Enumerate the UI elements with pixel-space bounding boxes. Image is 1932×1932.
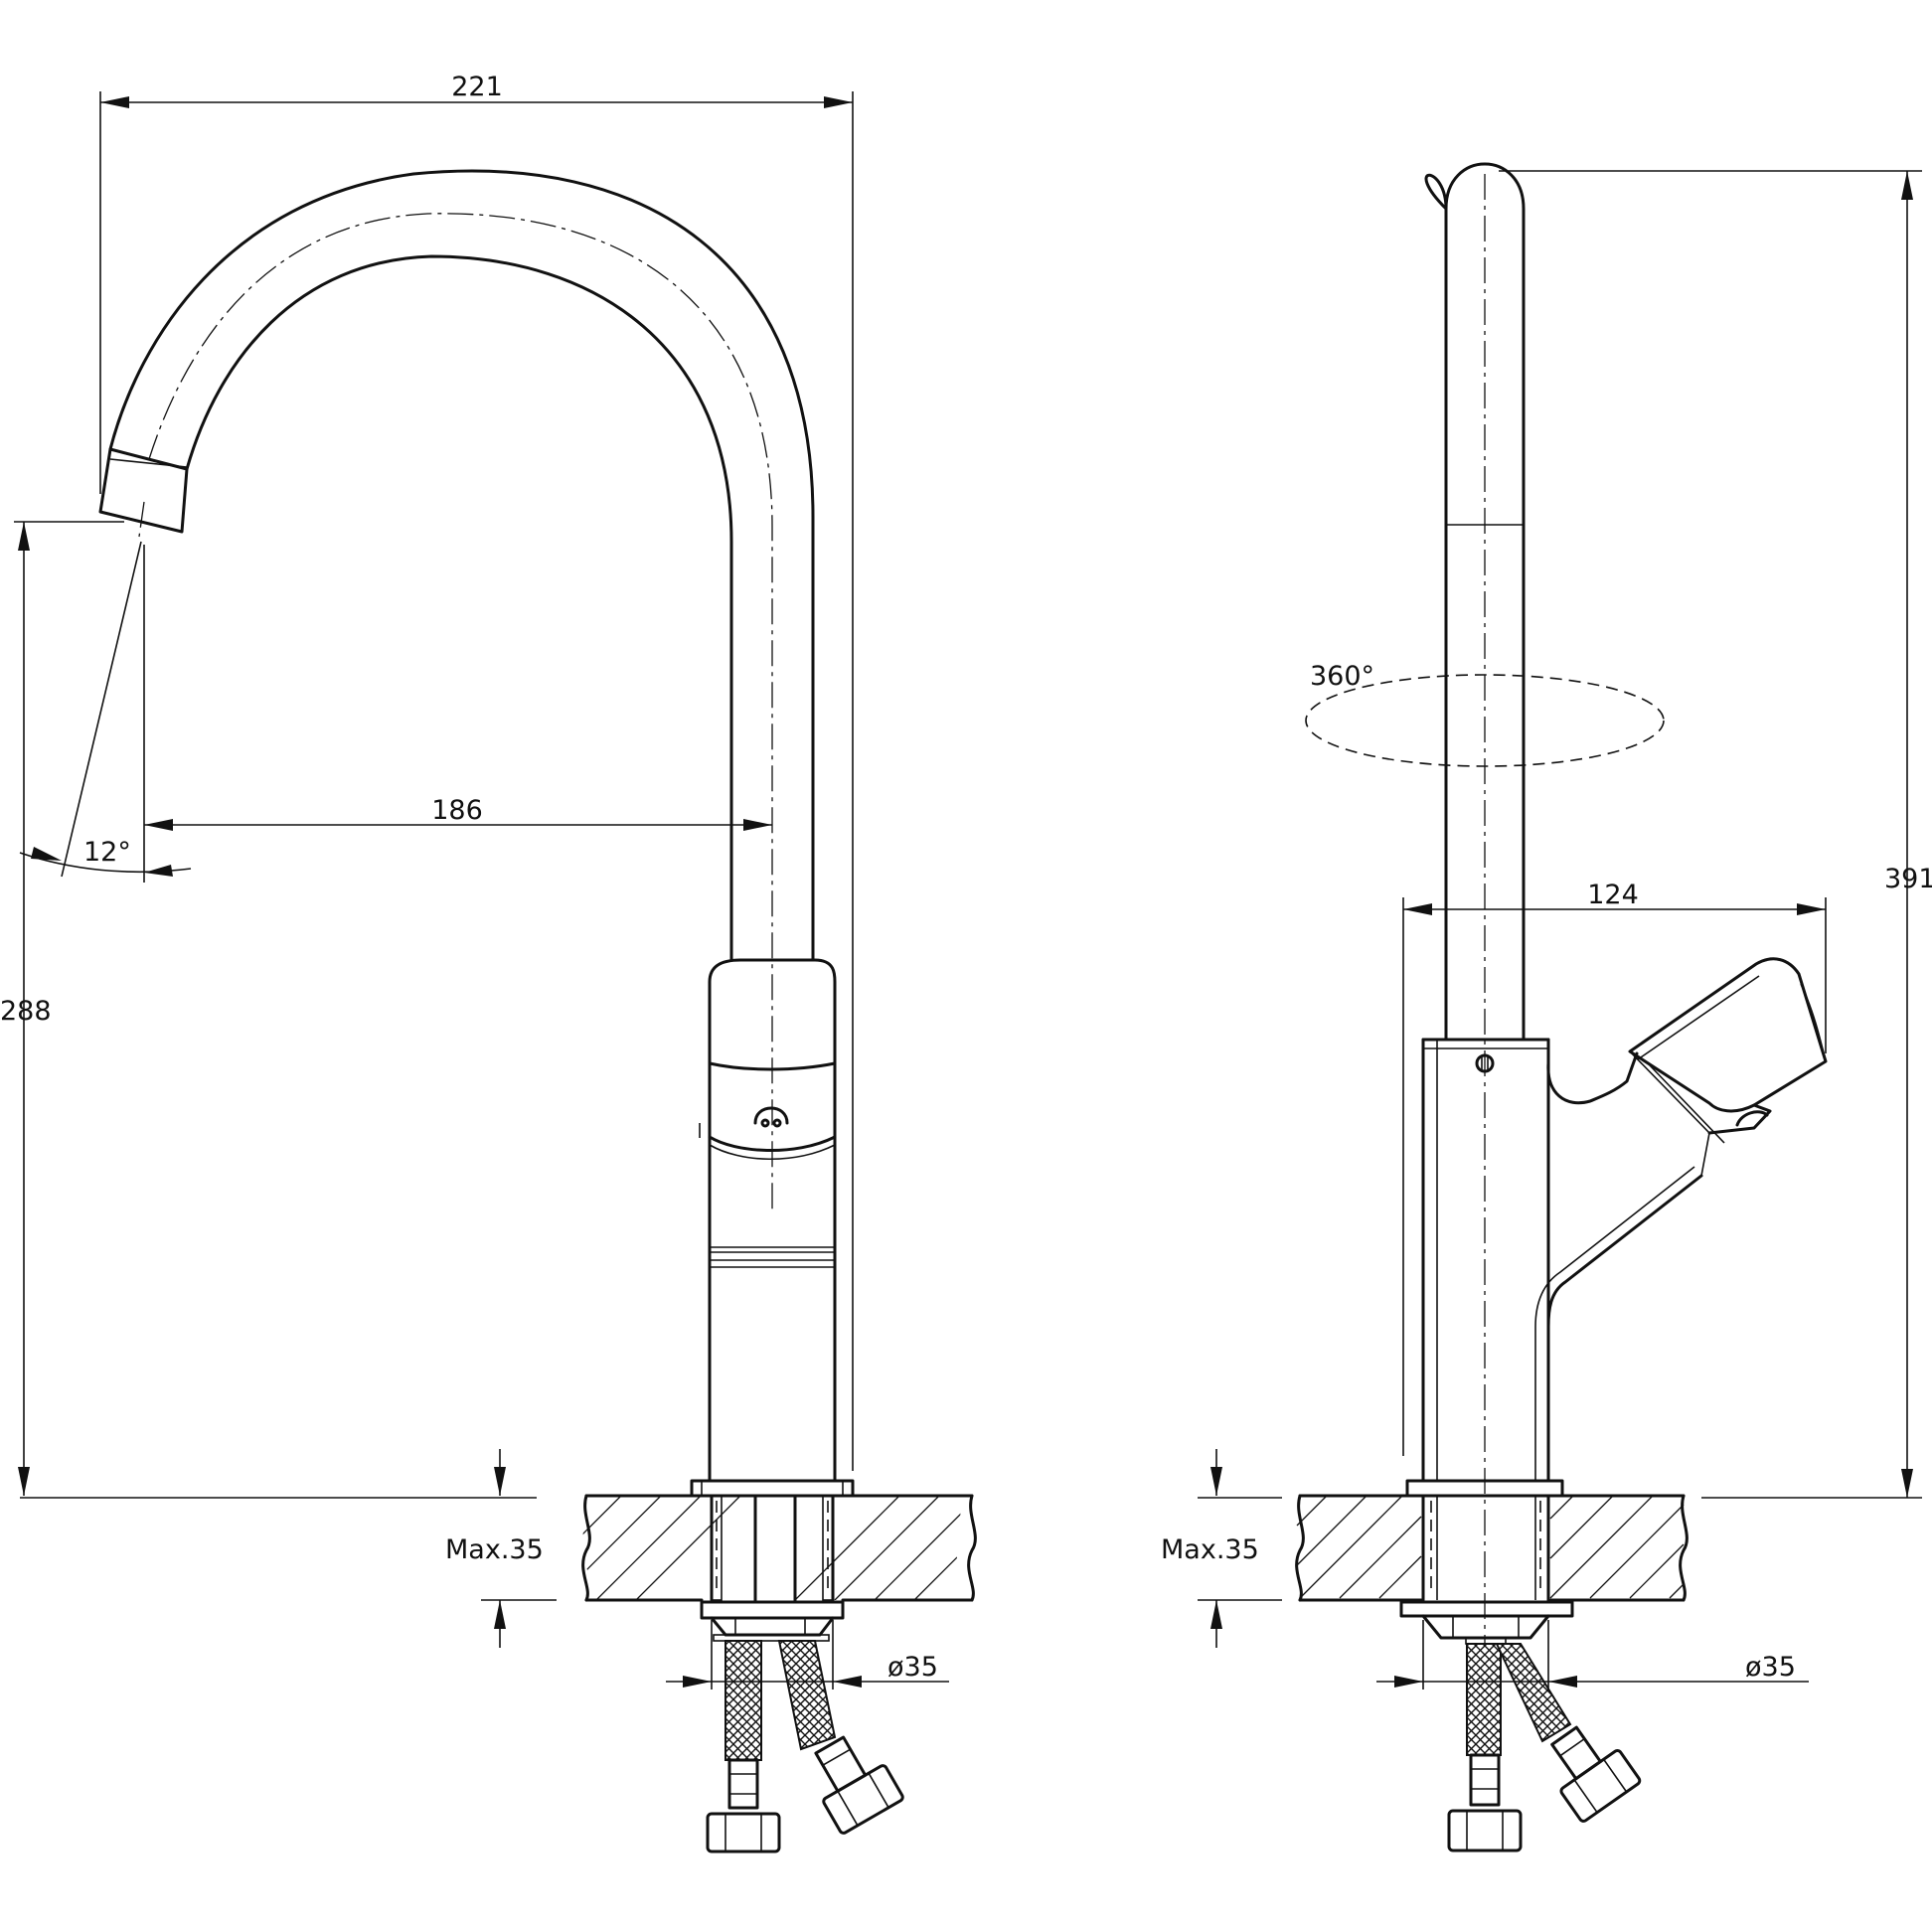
dimension-dia35-right: ø35 [1376,1620,1809,1690]
dimension-124: 124 [1402,880,1827,1456]
base-flange [690,1479,855,1498]
side-view: 221 186 12° 288 [0,72,977,1853]
hose-angled-right [1495,1643,1572,1743]
hose-straight-right [1466,1643,1502,1756]
dimension-288-label: 288 [0,996,52,1027]
mixer-body-front [1421,1038,1703,1483]
dimension-360-label: 360° [1310,661,1374,692]
dimension-dia35-right-label: ø35 [1745,1652,1796,1683]
dimension-186-label: 186 [431,795,483,826]
fixing-hardware-left [700,1600,904,1853]
lever-handle [1628,957,1828,1177]
dimension-186: 186 [143,545,772,883]
dimension-12-label: 12° [83,837,131,868]
dimension-124-label: 124 [1587,880,1639,910]
front-view: 360° [1161,162,1932,1852]
hose-angled-left [777,1640,837,1751]
dimension-max35-right-label: Max.35 [1161,1534,1259,1565]
dimension-391-label: 391 [1884,864,1932,894]
base-flange-front [1405,1479,1564,1498]
swivel-indicator: 360° [1305,661,1665,767]
dimension-max35-left: Max.35 [445,1449,557,1648]
dimension-221-label: 221 [451,72,503,102]
dimension-max35-left-label: Max.35 [445,1534,544,1565]
spout [98,169,815,1212]
dimension-391: 391 [1499,170,1932,1499]
countertop-left [581,1494,977,1602]
dimension-288: 288 [0,521,124,1496]
spout-front [1424,162,1526,1729]
dimension-dia35-left-label: ø35 [887,1652,938,1683]
mixer-body [699,958,837,1483]
dimension-12-deg: 12° [19,541,192,878]
countertop-right [1295,1494,1689,1602]
dimension-max35-right: Max.35 [1161,1449,1282,1648]
hose-straight-left [724,1640,762,1761]
dimension-221: 221 [99,72,854,1471]
dimension-dia35-left: ø35 [666,1620,949,1690]
fixing-hardware-right [1399,1600,1642,1852]
